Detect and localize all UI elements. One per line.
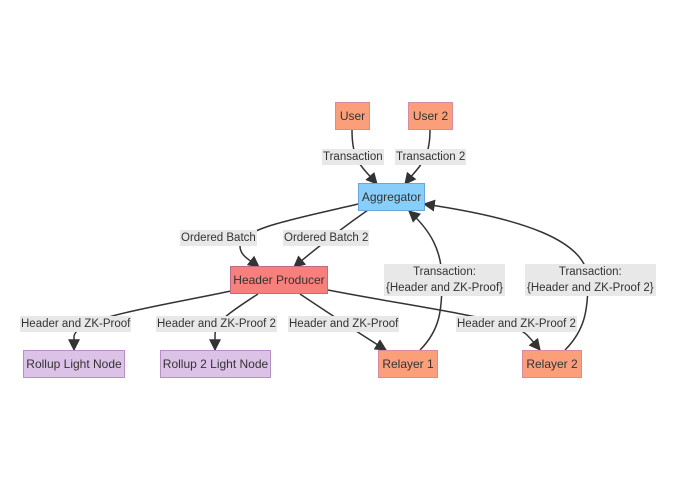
- edge-label-header-zk-1: Header and ZK-Proof: [20, 316, 132, 332]
- edge-label-relayer2-transaction: Transaction: {Header and ZK-Proof 2}: [525, 264, 656, 296]
- edge-label-relayer1-line2: {Header and ZK-Proof}: [386, 282, 503, 294]
- node-header-producer[interactable]: Header Producer: [230, 266, 328, 294]
- edge-label-ordered-batch: Ordered Batch: [180, 230, 257, 246]
- node-relayer-2[interactable]: Relayer 2: [522, 350, 582, 378]
- node-rollup-2-light-node[interactable]: Rollup 2 Light Node: [160, 350, 271, 378]
- edge-label-header-zk-3: Header and ZK-Proof: [288, 316, 400, 332]
- edge-label-ordered-batch-2: Ordered Batch 2: [283, 230, 370, 246]
- node-relayer-1[interactable]: Relayer 1: [378, 350, 438, 378]
- edge-producer-rollup-light-node: [68, 290, 232, 352]
- edge-label-transaction-2: Transaction 2: [395, 149, 467, 165]
- node-rollup-light-node[interactable]: Rollup Light Node: [23, 350, 125, 378]
- edge-label-relayer2-line1: Transaction:: [558, 266, 622, 278]
- edge-label-relayer2-line2: {Header and ZK-Proof 2}: [527, 282, 654, 294]
- node-user-2[interactable]: User 2: [408, 102, 453, 130]
- edge-label-relayer1-line1: Transaction:: [413, 266, 476, 278]
- edge-label-header-zk-4: Header and ZK-Proof 2: [456, 316, 577, 332]
- node-user[interactable]: User: [335, 102, 370, 130]
- edge-label-relayer1-transaction: Transaction: {Header and ZK-Proof}: [384, 264, 505, 296]
- edge-label-header-zk-2: Header and ZK-Proof 2: [156, 316, 277, 332]
- node-aggregator[interactable]: Aggregator: [358, 183, 425, 211]
- edge-label-transaction: Transaction: [322, 149, 384, 165]
